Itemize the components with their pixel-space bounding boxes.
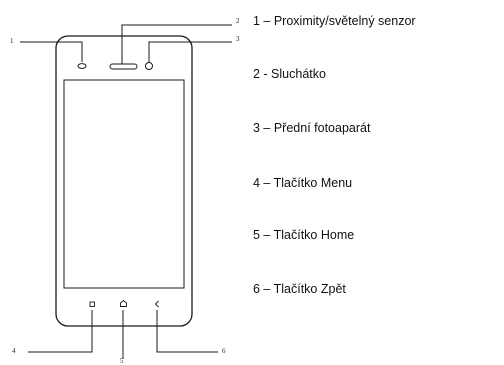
back-button-icon bbox=[154, 300, 159, 308]
callout-number-6: 6 bbox=[222, 347, 226, 355]
callout-line-3 bbox=[148, 41, 232, 62]
callout-number-4: 4 bbox=[12, 347, 16, 355]
callout-number-2: 2 bbox=[236, 17, 240, 25]
callout-number-3: 3 bbox=[236, 35, 240, 43]
callout-line-1 bbox=[20, 41, 83, 62]
home-button-icon bbox=[120, 299, 127, 307]
legend-item-home-button: 5 – Tlačítko Home bbox=[253, 228, 355, 242]
legend-item-back-button: 6 – Tlačítko Zpět bbox=[253, 282, 346, 296]
legend-item-front-camera: 3 – Přední fotoaparát bbox=[253, 121, 371, 135]
earpiece-icon bbox=[109, 63, 138, 70]
callout-number-1: 1 bbox=[10, 37, 14, 45]
legend-item-proximity-sensor: 1 – Proximity/světelný senzor bbox=[253, 14, 416, 28]
front-camera-icon bbox=[145, 62, 153, 70]
callout-line-6 bbox=[156, 310, 218, 353]
proximity-sensor-icon bbox=[77, 63, 87, 69]
legend: 1 – Proximity/světelný senzor 2 - Sluchá… bbox=[253, 0, 504, 365]
legend-item-earpiece: 2 - Sluchátko bbox=[253, 67, 326, 81]
phone-screen bbox=[63, 79, 185, 289]
callout-line-2 bbox=[121, 24, 232, 64]
phone-body bbox=[55, 35, 193, 327]
callout-line-4 bbox=[28, 310, 93, 353]
legend-item-menu-button: 4 – Tlačítko Menu bbox=[253, 176, 353, 190]
menu-button-icon bbox=[89, 301, 95, 307]
callout-number-5: 5 bbox=[120, 357, 124, 365]
